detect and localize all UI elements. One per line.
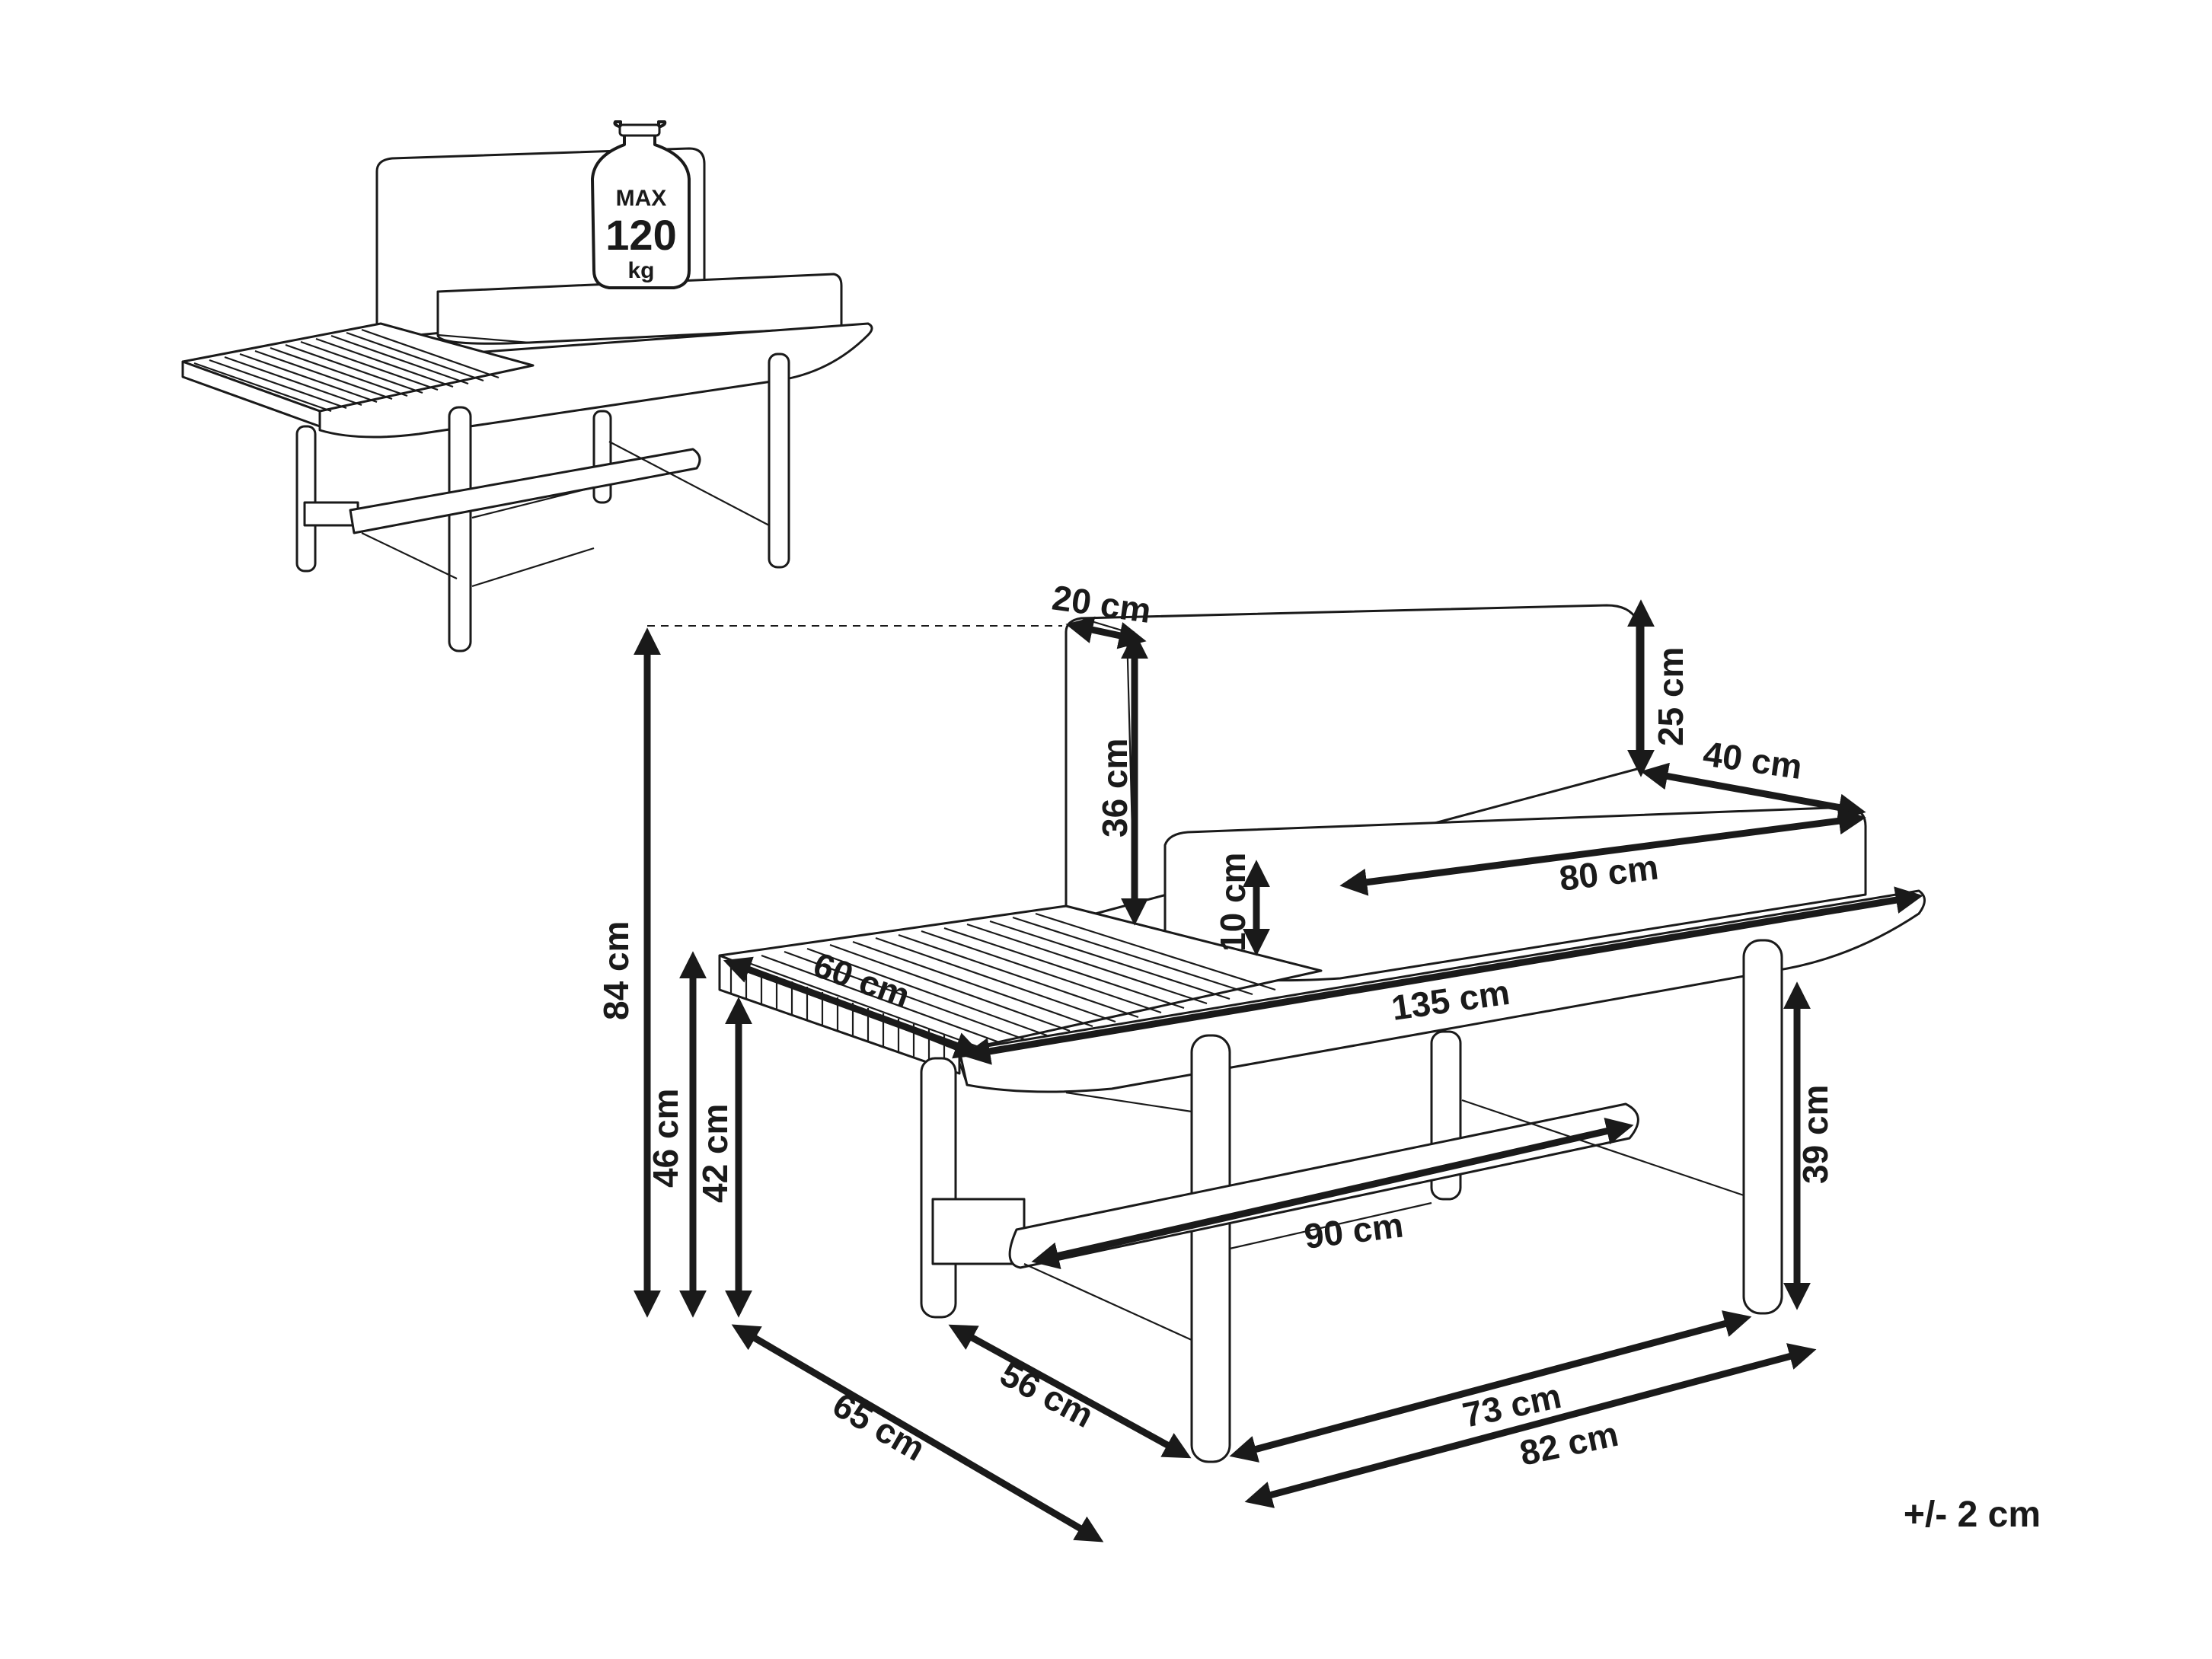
label-stretcher-length: 90 cm <box>1302 1204 1406 1256</box>
small-bench-illustration <box>181 147 873 652</box>
label-backrest-height: 36 cm <box>1095 739 1135 837</box>
label-depth-legs: 56 cm <box>994 1354 1100 1435</box>
label-backrest-height-top: 25 cm <box>1651 647 1690 746</box>
label-total-depth: 65 cm <box>826 1385 932 1469</box>
label-slat-height: 42 cm <box>695 1104 735 1203</box>
dimension-lines <box>634 599 1923 1543</box>
label-seat-height: 46 cm <box>646 1089 685 1188</box>
label-cushion-thickness: 10 cm <box>1213 853 1253 952</box>
weight-line3: kg <box>627 258 654 283</box>
weight-icon: MAX 120 kg <box>591 120 691 289</box>
weight-line2: 120 <box>605 211 676 259</box>
tolerance-note: +/- 2 cm <box>1903 1495 2041 1535</box>
label-leg-span: 73 cm <box>1459 1376 1564 1435</box>
weight-line1: MAX <box>616 186 667 211</box>
label-backrest-depth: 20 cm <box>1050 577 1154 630</box>
label-leg-height: 39 cm <box>1795 1085 1835 1184</box>
label-total-height: 84 cm <box>596 921 636 1020</box>
large-bench-illustration <box>718 604 1926 1463</box>
label-cushion-depth: 40 cm <box>1701 733 1805 786</box>
